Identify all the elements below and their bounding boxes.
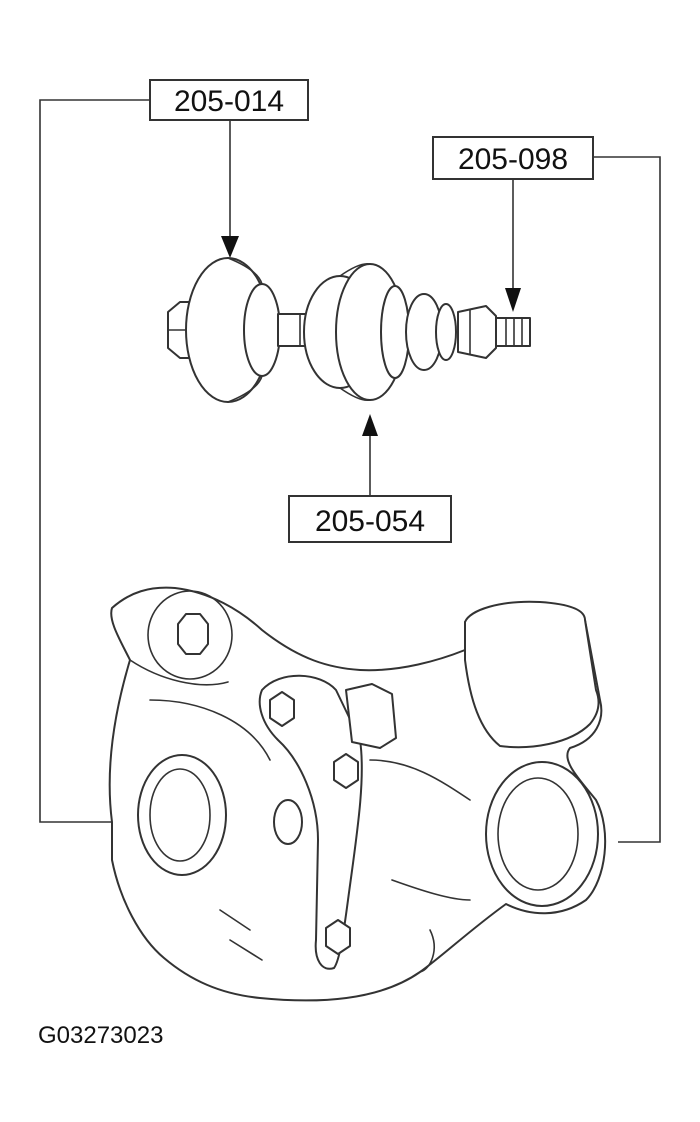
callout-label-205-014: 205-014 [174,85,284,118]
steering-knuckle [108,586,607,1002]
leader-line-205-098 [594,156,661,843]
callout-label-205-098: 205-098 [458,143,568,176]
arrowhead-205-098 [505,288,521,312]
callout-205-098: 205-098 [432,136,594,180]
receiver-cup-tool [167,257,281,403]
callout-205-014: 205-014 [149,79,309,121]
callout-label-205-054: 205-054 [315,505,425,538]
arrowhead-205-054 [362,414,378,436]
forcing-screw-tool [405,293,531,371]
arrowhead-205-014 [221,236,239,258]
callout-205-054: 205-054 [288,495,452,543]
leader-line-205-014 [39,99,150,823]
adapter-cup-tool [303,262,410,402]
figure-id-label: G03273023 [38,1022,164,1049]
